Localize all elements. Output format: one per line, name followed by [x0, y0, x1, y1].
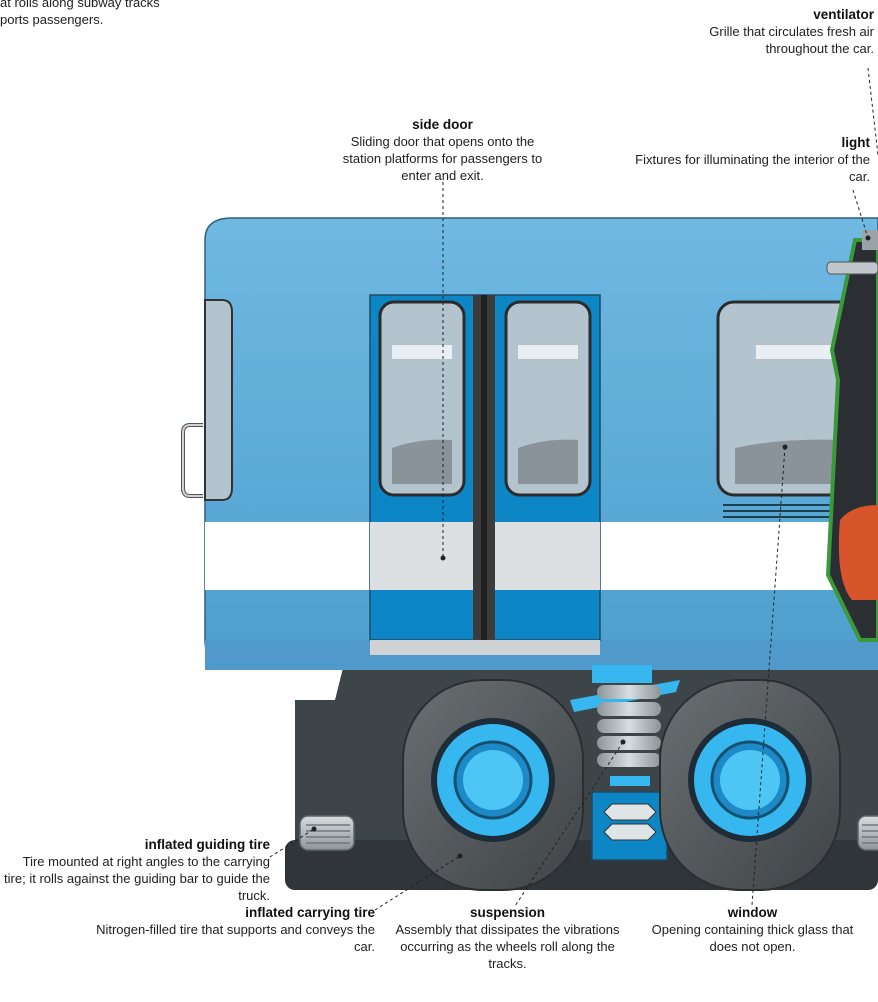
- label-suspension: suspension Assembly that dissipates the …: [385, 904, 630, 972]
- label-ventilator: ventilator Grille that circulates fresh …: [650, 6, 874, 57]
- label-suspension-title: suspension: [385, 904, 630, 921]
- carrying-tire-right: [660, 680, 840, 890]
- side-door: [370, 295, 600, 655]
- label-inflated-carrying-tire: inflated carrying tire Nitrogen-filled t…: [85, 904, 375, 955]
- top-fragment-label: at rolls along subway tracks ports passe…: [0, 0, 190, 28]
- label-side-door: side door Sliding door that opens onto t…: [335, 116, 550, 184]
- label-inflated-guiding-tire-title: inflated guiding tire: [0, 836, 270, 853]
- label-ventilator-desc: Grille that circulates fresh air through…: [650, 23, 874, 57]
- guiding-tire-left: [300, 816, 354, 850]
- label-side-door-title: side door: [335, 116, 550, 133]
- label-window-title: window: [645, 904, 860, 921]
- label-light-title: light: [620, 134, 870, 151]
- label-ventilator-title: ventilator: [650, 6, 874, 23]
- label-light: light Fixtures for illuminating the inte…: [620, 134, 870, 185]
- label-side-door-desc: Sliding door that opens onto the station…: [335, 133, 550, 184]
- label-inflated-guiding-tire-desc: Tire mounted at right angles to the carr…: [0, 853, 270, 904]
- label-window: window Opening containing thick glass th…: [645, 904, 860, 955]
- label-inflated-carrying-tire-desc: Nitrogen-filled tire that supports and c…: [85, 921, 375, 955]
- end-window: [183, 300, 232, 500]
- label-suspension-desc: Assembly that dissipates the vibrations …: [385, 921, 630, 972]
- carrying-tire-left: [403, 680, 583, 890]
- label-inflated-guiding-tire: inflated guiding tire Tire mounted at ri…: [0, 836, 270, 904]
- label-window-desc: Opening containing thick glass that does…: [645, 921, 860, 955]
- guiding-tire-right: [858, 816, 878, 850]
- top-fragment-line1: at rolls along subway tracks: [0, 0, 190, 11]
- top-fragment-line2: ports passengers.: [0, 11, 190, 28]
- label-light-desc: Fixtures for illuminating the interior o…: [620, 151, 870, 185]
- label-inflated-carrying-tire-title: inflated carrying tire: [85, 904, 375, 921]
